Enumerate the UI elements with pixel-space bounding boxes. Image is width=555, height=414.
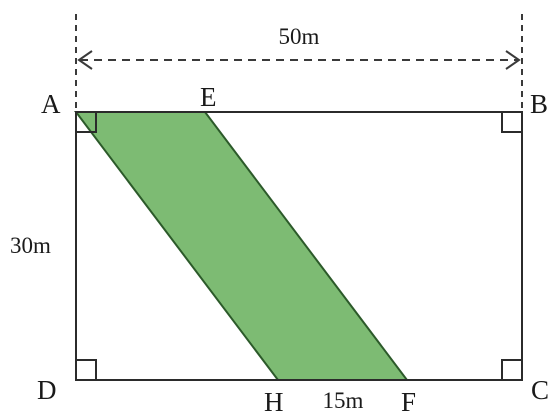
arrowhead-left-icon <box>77 50 93 70</box>
right-angle-marker-b <box>501 112 522 133</box>
point-label-f: F <box>401 387 416 414</box>
point-label-e: E <box>200 82 217 112</box>
point-label-c: C <box>531 375 549 405</box>
point-label-b: B <box>530 89 548 119</box>
rectangle-abcd <box>75 111 523 381</box>
right-angle-marker-c <box>501 359 522 380</box>
point-label-a: A <box>41 89 61 119</box>
shaded-parallelogram-aefh <box>73 111 410 381</box>
right-angle-marker-d <box>76 359 97 380</box>
hf-dimension-label: 15m <box>323 388 364 413</box>
width-dimension-label: 50m <box>279 24 320 49</box>
height-dimension-label: 30m <box>10 233 51 258</box>
point-label-d: D <box>37 375 57 405</box>
arrowhead-right-icon <box>505 50 521 70</box>
right-angle-marker-a <box>76 112 97 133</box>
point-label-h: H <box>264 387 284 414</box>
